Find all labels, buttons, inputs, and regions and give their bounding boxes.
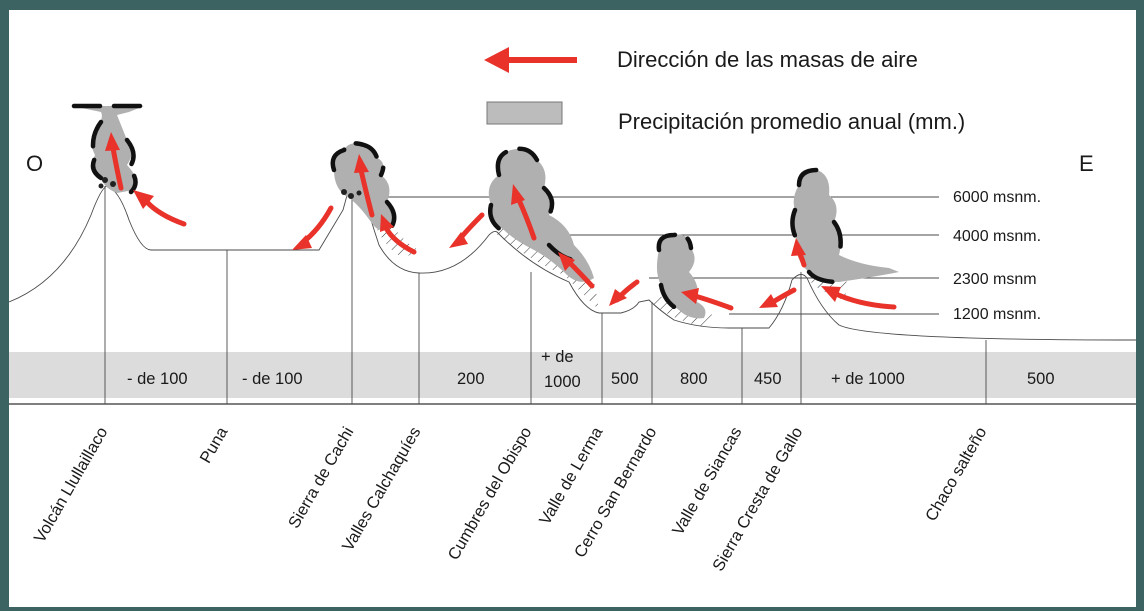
- precip-value: + de: [541, 348, 574, 366]
- dividers: [104, 178, 987, 404]
- location-label: Puna: [197, 423, 232, 466]
- precip-value: - de 100: [242, 370, 303, 388]
- altitude-label-1200: 1200 msnm.: [953, 306, 1041, 323]
- legend: Dirección de las masas de aire Precipita…: [484, 47, 965, 134]
- legend-precipitation-label: Precipitación promedio anual (mm.): [618, 109, 965, 134]
- precipitation-values: - de 100 - de 100 200 + de 1000 500 800 …: [127, 348, 1055, 391]
- altitude-lines: [365, 196, 939, 315]
- altitude-label-2300: 2300 msnm: [953, 271, 1037, 288]
- east-label: E: [1079, 151, 1094, 176]
- altitude-label-6000: 6000 msnm.: [953, 189, 1041, 206]
- legend-arrowhead-icon: [484, 47, 509, 73]
- west-label: O: [26, 151, 43, 176]
- location-label: Cumbres del Obispo: [445, 424, 536, 563]
- legend-precipitation-swatch: [486, 101, 563, 125]
- location-label: Valles Calchaquíes: [339, 424, 425, 554]
- precip-value: 200: [457, 370, 485, 388]
- legend-direction-label: Dirección de las masas de aire: [617, 47, 918, 72]
- location-label: Sierra de Cachi: [285, 424, 357, 531]
- location-label: Chaco salteño: [922, 424, 990, 524]
- hatched-rain-zones: [369, 212, 849, 328]
- location-label: Volcán Llullaillaco: [31, 424, 112, 546]
- precip-value: 500: [611, 370, 639, 388]
- climate-profile-diagram: Dirección de las masas de aire Precipita…: [9, 47, 1136, 574]
- precip-value: 500: [1027, 370, 1055, 388]
- cloud-cresta: [790, 167, 899, 285]
- air-mass-arrows: [105, 132, 897, 311]
- diagram-frame: Dirección de las masas de aire Precipita…: [9, 10, 1136, 607]
- terrain-profile: [9, 177, 1136, 341]
- precipitation-band: [9, 352, 1136, 398]
- precip-value: + de 1000: [831, 370, 905, 388]
- cloud-obispo: [488, 146, 594, 282]
- precip-value: - de 100: [127, 370, 188, 388]
- location-labels: Volcán Llullaillaco Puna Sierra de Cachi…: [31, 423, 991, 574]
- precip-value: 450: [754, 370, 782, 388]
- precip-value: 800: [680, 370, 708, 388]
- altitude-label-4000: 4000 msnm.: [953, 228, 1041, 245]
- precip-value: 1000: [544, 373, 581, 391]
